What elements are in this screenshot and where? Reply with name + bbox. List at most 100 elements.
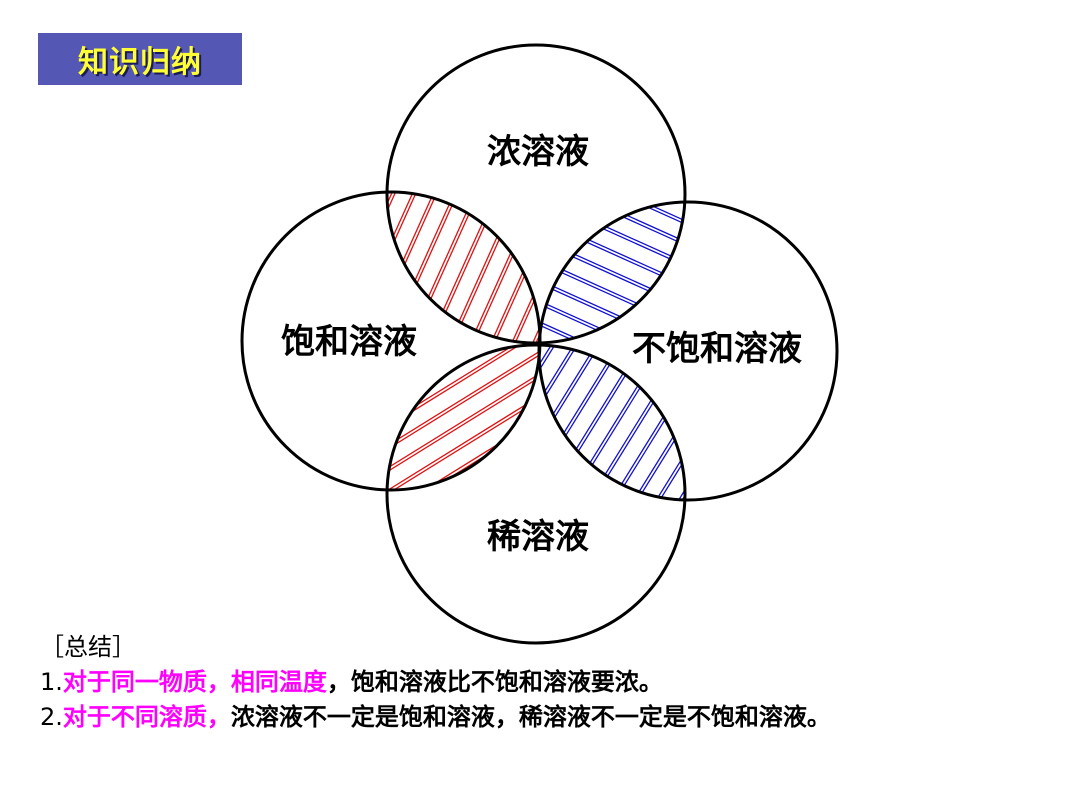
hatch-line-red [387,345,540,353]
hatch-line-red [387,192,500,343]
hatch-line-red [387,192,483,343]
hatch-line-blue [451,0,998,153]
hatch-line-red [117,0,363,441]
hatch-line-red [387,192,465,343]
hatch-line-red [387,192,540,343]
circle-unsaturated [537,200,839,502]
summary-line-1-text: ，饱和溶液比不饱和溶液要浓。 [326,668,663,696]
summary-line-2-text: 浓溶液不一定是饱和溶液，稀溶液不一定是不饱和溶液。 [230,703,831,731]
hatch-line-red [387,192,540,343]
hatch-line-red [582,103,828,650]
hatch-line-red [442,192,540,343]
hatch-line-blue [539,345,685,500]
hatch-line-blue [232,392,779,638]
hatch-line-red [387,345,540,490]
hatch-line-blue [539,202,685,278]
hatch-line-red [567,97,813,644]
hatch-line-blue [617,345,685,500]
hatch-line-blue [539,202,685,343]
hatch-line-blue [539,202,685,223]
hatch-line-blue [539,202,685,209]
hatch-line-red [387,345,540,490]
hatch-line-red [390,192,540,343]
hatch-line-red [387,345,540,490]
hatch-line-red [408,192,540,343]
hatch-line-blue [539,202,685,343]
hatch-line-blue [248,357,795,603]
hatch-line-blue [539,345,685,500]
hatch-line-blue [539,345,685,500]
venn-diagram: 浓溶液 饱和溶液 不饱和溶液 稀溶液 [97,0,998,650]
hatch-line-red [387,345,540,490]
hatch-line-blue [539,345,580,500]
hatch-line-red [387,192,503,343]
hatch-line-red [387,473,540,490]
hatch-line-blue [571,345,685,500]
hatch-line-blue [539,202,685,343]
hatch-line-blue [539,345,685,500]
summary-line-1-highlight: 对于同一物质，相同温度 [62,668,327,696]
hatch-line-red [131,0,377,448]
summary-line-2: 2.对于不同溶质，浓溶液不一定是饱和溶液，稀溶液不一定是不饱和溶液。 [40,700,1060,735]
summary-line-2-number: 2. [40,703,63,731]
hatch-line-blue [539,202,685,343]
hatch-line-blue [539,202,685,343]
hatch-line-red [387,358,540,490]
hatch-line-red [387,374,540,490]
section-title-box: 知识归纳 [38,33,242,85]
hatch-line-blue [539,345,685,500]
hatch-line-red [387,345,540,490]
hatch-line-blue [539,202,685,343]
hatch-line-blue [539,345,567,500]
hatch-line-red [387,192,537,343]
hatch-line-blue [539,270,685,343]
hatch-line-blue [539,345,685,500]
hatch-line-red [387,345,540,369]
hatch-line-blue [539,202,685,343]
hatch-line-blue [604,345,685,500]
hatch-line-blue [539,345,685,500]
hatch-line-red [387,192,540,343]
hatch-line-blue [539,202,685,343]
hatch-line-blue [539,202,685,343]
summary-line-1-number: 1. [40,668,63,696]
summary-heading: ［总结］ [40,633,136,661]
summary-line-2-highlight: 对于不同溶质， [62,703,231,731]
hatch-line-blue [539,345,685,500]
hatch-line-blue [539,252,685,343]
hatch-line-blue [539,345,685,500]
hatch-line-red [387,192,540,343]
hatch-line-red [387,345,540,490]
hatch-line-red [387,192,396,343]
hatch-line-red [387,192,468,343]
label-saturated: 饱和溶液 [281,322,417,362]
label-unsaturated: 不饱和溶液 [632,329,802,369]
hatch-line-red [387,192,540,343]
hatch-line-blue [539,202,685,343]
hatch-line-red [387,345,540,490]
circle-concentrated [385,43,687,345]
hatch-line-blue [539,345,685,500]
hatch-line-red [114,0,360,440]
hatch-line-blue [539,202,685,295]
hatch-line-red [387,192,416,343]
hatch-line-red [387,345,540,490]
hatch-line-blue [620,345,685,500]
hatch-line-blue [539,345,685,500]
circle-dilute [385,343,687,645]
summary-block: ［总结］ 1.对于同一物质，相同温度，饱和溶液比不饱和溶液要浓。 2.对于不同溶… [40,630,1060,735]
hatch-line-blue [569,345,685,500]
hatch-line-red [585,104,831,650]
hatch-line-red [387,192,520,343]
hatch-line-blue [539,345,685,500]
hatch-line-blue [539,345,685,500]
hatch-line-red [387,192,540,343]
hatch-line-red [393,192,540,343]
hatch-line-blue [539,345,685,500]
hatch-line-red [97,0,343,432]
hatch-line-red [387,192,540,343]
label-dilute: 稀溶液 [487,517,589,557]
hatch-line-blue [539,345,685,500]
hatch-line-blue [539,203,685,343]
hatch-line-blue [539,345,685,500]
